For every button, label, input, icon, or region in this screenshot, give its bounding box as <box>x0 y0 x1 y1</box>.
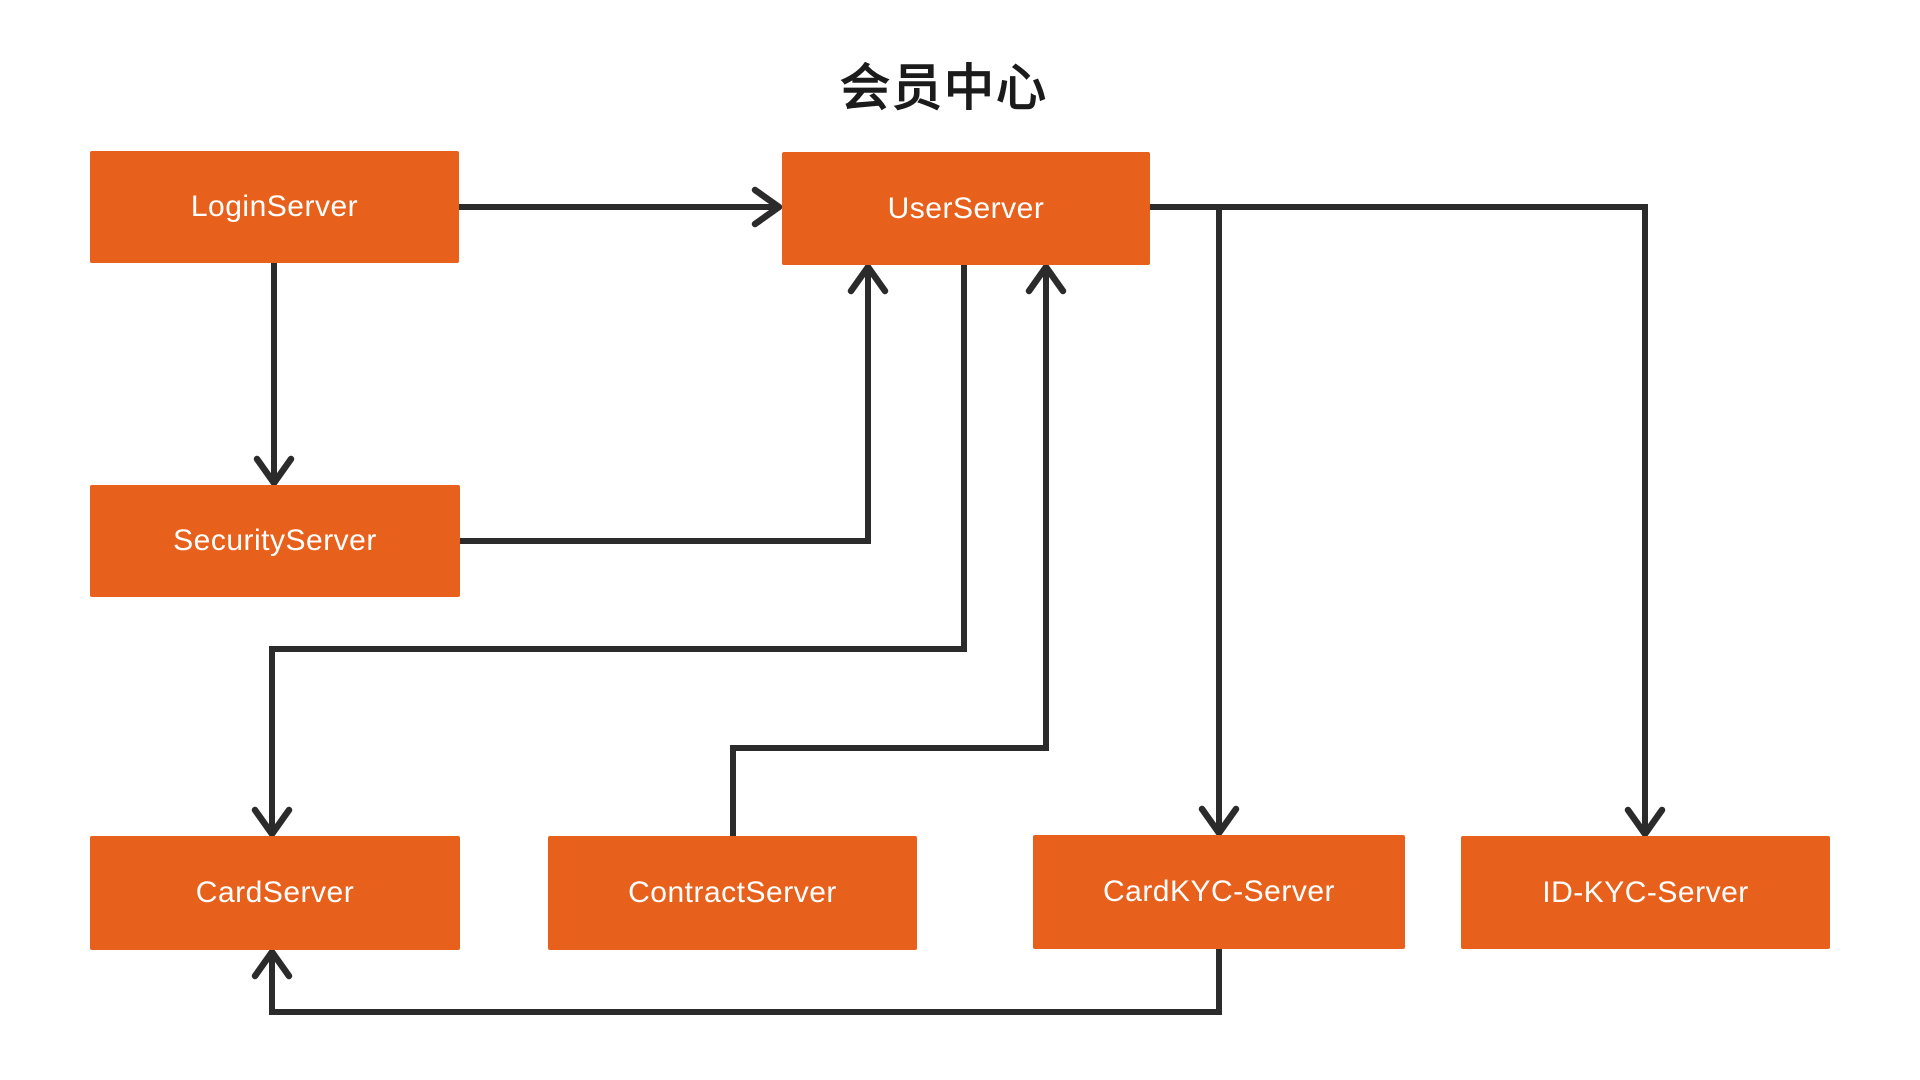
node-contractserver: ContractServer <box>548 836 917 950</box>
edge-contractserver-to-userserver <box>730 263 1067 836</box>
node-cardkycserver: CardKYC-Server <box>1033 835 1405 949</box>
node-userserver-label: UserServer <box>887 191 1045 225</box>
edge-userserver-to-idkycserver <box>1150 204 1666 838</box>
node-securityserver: SecurityServer <box>90 485 460 597</box>
node-cardserver: CardServer <box>90 836 460 950</box>
node-idkycserver-label: ID-KYC-Server <box>1542 875 1749 909</box>
node-loginserver: LoginServer <box>90 151 459 263</box>
node-securityserver-label: SecurityServer <box>173 524 377 557</box>
node-cardkycserver-label: CardKYC-Server <box>1102 875 1336 908</box>
node-cardserver-label: CardServer <box>195 876 355 909</box>
node-idkycserver: ID-KYC-Server <box>1461 836 1830 949</box>
node-loginserver-label: LoginServer <box>190 190 359 223</box>
edge-cardkycserver-to-cardserver <box>251 948 1222 1015</box>
diagram-title: 会员中心 <box>840 60 1048 116</box>
node-userserver: UserServer <box>782 152 1150 265</box>
edge-userserver-to-cardkycserver <box>1150 204 1240 837</box>
node-contractserver-label: ContractServer <box>628 876 837 909</box>
edge-securityserver-to-userserver <box>460 263 889 544</box>
edge-userserver-to-cardserver <box>251 265 967 838</box>
